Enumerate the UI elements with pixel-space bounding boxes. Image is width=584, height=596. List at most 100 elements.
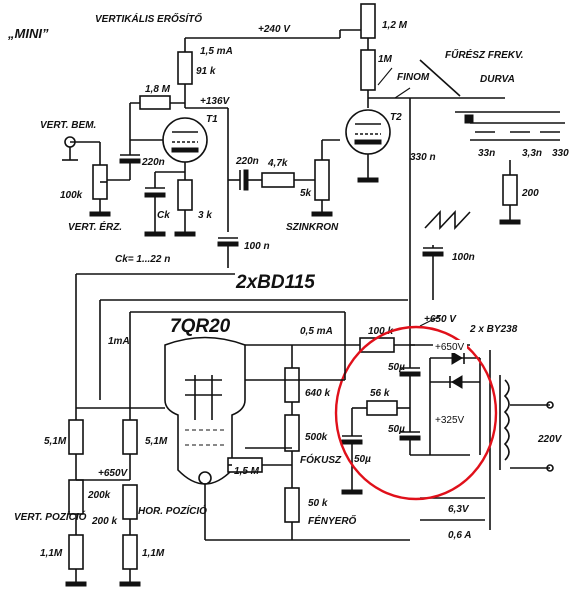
label-vert-bem: VERT. BEM.: [40, 120, 96, 131]
label-640k: 640 k: [305, 388, 330, 399]
potentiometer-200k-b: [122, 484, 138, 520]
label-50u-c: 50µ: [354, 454, 371, 465]
switch-wafer: [464, 114, 474, 124]
resistor-56k: [366, 400, 398, 416]
label-fenyero: FÉNYERŐ: [308, 514, 357, 527]
label-7qr20: 7QR20: [170, 316, 231, 337]
resistor-640k: [284, 367, 300, 403]
label-56k: 56 k: [370, 388, 390, 399]
label-33n: 33n: [478, 148, 495, 159]
label-fokusz: FÓKUSZ: [300, 453, 342, 466]
potentiometer-500k: [284, 414, 300, 452]
label-t1: T1: [206, 114, 218, 125]
label-650v-top: +650 V: [424, 314, 457, 325]
label-0-6a: 0,6 A: [448, 530, 472, 541]
label-t2: T2: [390, 112, 402, 123]
label-100n-a: 100 n: [244, 241, 270, 252]
annotation-650v: +650V: [435, 342, 465, 353]
label-5k: 5k: [300, 188, 312, 199]
crt-tube: 7QR20: [164, 316, 246, 485]
label-100k-b: 100 k: [368, 326, 393, 337]
label-500k: 500k: [305, 432, 328, 443]
sawtooth-icon: [424, 209, 471, 231]
terminal-icon: [546, 401, 554, 409]
label-3k: 3 k: [198, 210, 212, 221]
resistor-1-2m: [360, 3, 376, 39]
resistor-1-1m-a: [68, 534, 84, 570]
label-220n-b: 220n: [235, 156, 259, 167]
label-2xbd115: 2xBD115: [235, 272, 315, 293]
heater-icon: [198, 471, 212, 485]
resistor-1-8m: [139, 95, 171, 110]
diode-icon: [451, 351, 463, 365]
label-50k: 50 k: [308, 498, 328, 509]
label-1-2m: 1,2 M: [382, 20, 408, 31]
focus-divider: 0,5 mA 100 k 640 k 500k FÓKUSZ 50 k FÉNY…: [204, 326, 415, 541]
label-finom: FINOM: [397, 72, 430, 83]
label-hor-poz: HOR. POZÍCIÓ: [138, 504, 207, 517]
tube-t2: [345, 109, 391, 155]
position-controls: 5,1M 200k VERT. POZÍCIÓ 1,1M 5,1M +650V …: [14, 312, 346, 587]
label-100n-b: 100n: [452, 252, 475, 263]
sawtooth-stage: 1,2 M 1M FINOM T2 330 n FŰRÉSZ FREKV. DU…: [345, 3, 569, 300]
resistor-3k: [177, 179, 193, 211]
highlight-ellipse: [334, 325, 498, 501]
annotation-325v: +325V: [435, 415, 465, 426]
label-furesz-frekv: FŰRÉSZ FREKV.: [445, 48, 524, 61]
potentiometer-1m: [360, 49, 376, 91]
label-5-1m-b: 5,1M: [145, 436, 168, 447]
label-1m: 1M: [378, 54, 393, 65]
label-5-1m-a: 5,1M: [44, 436, 67, 447]
label-1ma: 1mA: [108, 336, 130, 347]
terminal-icon-2: [546, 464, 554, 472]
crt-envelope: [164, 336, 246, 485]
resistor-91k: [177, 51, 193, 85]
label-vert-erz: VERT. ÉRZ.: [68, 220, 122, 233]
label-200: 200: [521, 188, 539, 199]
label-1-1m-b: 1,1M: [142, 548, 165, 559]
label-durva: DURVA: [480, 74, 515, 85]
title-mini: „MINI”: [7, 26, 49, 41]
transformer-winding: [503, 379, 510, 461]
resistor-100k: [359, 337, 395, 353]
hv-supply: +650 V 50µ 56 k 50µ 50µ 2 x BY238: [341, 300, 563, 541]
sync-coupling: 100 n 220n 4,7k 5k SZINKRON: [185, 107, 340, 268]
label-vert-poz: VERT. POZÍCIÓ: [14, 510, 87, 523]
vertical-amp-stage: 1,5 mA 91 k +136V 1,8 M T1 3 k Ck Ck= 1.…: [40, 38, 233, 265]
potentiometer-50k: [284, 487, 300, 523]
label-50u-a: 50µ: [388, 362, 405, 373]
label-220v: 220V: [537, 434, 563, 445]
label-2xby238: 2 x BY238: [469, 324, 518, 335]
label-200k-a: 200k: [87, 490, 111, 501]
label-220n-a: 220n: [141, 157, 165, 168]
label-100k-a: 100k: [60, 190, 83, 201]
label-650v-mid: +650V: [98, 468, 129, 479]
label-6-3v: 6,3V: [448, 504, 470, 515]
resistor-1-1m-b: [122, 534, 138, 570]
header-vertikalis: VERTIKÁLIS ERŐSÍTŐ: [95, 12, 202, 25]
label-50u-b: 50µ: [388, 424, 405, 435]
resistor-4-7k: [261, 172, 295, 188]
resistor-5-1m-b: [122, 419, 138, 455]
label-200k-b: 200 k: [91, 516, 117, 527]
label-0-5ma: 0,5 mA: [300, 326, 333, 337]
label-szinkron: SZINKRON: [286, 222, 339, 233]
label-ck: Ck: [157, 210, 170, 221]
label-15ma: 1,5 mA: [200, 46, 233, 57]
label-91k: 91 k: [196, 66, 216, 77]
label-4-7k: 4,7k: [267, 158, 288, 169]
label-3-3n: 3,3n: [522, 148, 542, 159]
potentiometer-200k-a: [68, 479, 84, 515]
resistor-5-1m-a: [68, 419, 84, 455]
label-1-8m: 1,8 M: [145, 84, 171, 95]
label-330: 330: [552, 148, 569, 159]
label-136v: +136V: [200, 96, 231, 107]
tube-t1: [162, 117, 208, 163]
label-1-1m-a: 1,1M: [40, 548, 63, 559]
potentiometer-5k: [314, 159, 330, 201]
diode-icon-2: [451, 375, 463, 389]
label-330n: 330 n: [410, 152, 436, 163]
supply-240v: +240 V: [258, 24, 291, 35]
resistor-200: [502, 174, 518, 206]
